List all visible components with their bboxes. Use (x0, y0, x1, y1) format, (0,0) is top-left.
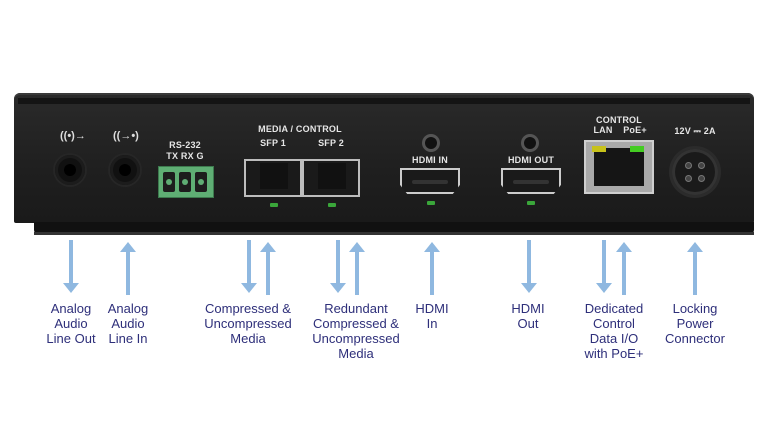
power-connector (672, 149, 718, 195)
device-base (34, 222, 754, 234)
audio-in-jack (110, 155, 140, 185)
power-pin (685, 175, 692, 182)
sfp2-led (328, 203, 336, 207)
callout-analog-audio-line-in: Analog Audio Line In (107, 301, 149, 346)
rj45-socket (594, 148, 644, 186)
rs232-label: RS-232 (169, 140, 201, 150)
power-pin (698, 162, 705, 169)
hdmi-in-led (427, 201, 435, 205)
poe-led (630, 146, 644, 152)
callout-sfp1-media: Compressed & Uncompressed Media (204, 301, 292, 346)
speaker-out-icon: ((•)→ (60, 130, 86, 142)
hdmi-out-screw-hole (524, 137, 536, 149)
power-pin (698, 175, 705, 182)
hdmi-in-screw-hole (425, 137, 437, 149)
callout-hdmi-in: HDMI In (415, 301, 449, 331)
control-label: CONTROL (596, 115, 642, 125)
arrow-up-icon (349, 242, 365, 295)
sfp2-label: SFP 2 (318, 138, 344, 148)
rs232-terminal-block (158, 166, 214, 198)
arrow-down-icon (596, 240, 612, 293)
arrow-down-icon (521, 240, 537, 293)
hdmi-out-led (527, 201, 535, 205)
rs232-pins-label: TX RX G (166, 151, 204, 161)
audio-out-jack (55, 155, 85, 185)
device-top-edge (18, 98, 750, 104)
arrow-up-icon (260, 242, 276, 295)
hdmi-in-port (400, 168, 460, 194)
callout-hdmi-out: HDMI Out (511, 301, 545, 331)
lan-led (592, 146, 606, 152)
arrow-up-icon (687, 242, 703, 295)
media-control-label: MEDIA / CONTROL (258, 124, 342, 134)
terminal-rx (179, 172, 191, 192)
hdmi-out-port (501, 168, 561, 194)
arrow-up-icon (120, 242, 136, 295)
arrow-down-icon (241, 240, 257, 293)
hdmi-out-label: HDMI OUT (507, 155, 555, 165)
sfp2-port (302, 159, 360, 197)
hdmi-in-label: HDMI IN (412, 155, 448, 165)
arrow-down-icon (63, 240, 79, 293)
callout-locking-power: Locking Power Connector (665, 301, 725, 346)
device-foot (34, 232, 754, 235)
callout-control-data-poe: Dedicated Control Data I/O with PoE+ (584, 301, 644, 361)
arrow-down-icon (330, 240, 346, 293)
arrow-up-icon (616, 242, 632, 295)
terminal-g (195, 172, 207, 192)
terminal-tx (163, 172, 175, 192)
speaker-in-icon: ((→•) (113, 130, 139, 142)
callout-sfp2-redundant-media: Redundant Compressed & Uncompressed Medi… (312, 301, 400, 361)
sfp1-led (270, 203, 278, 207)
power-pin (685, 162, 692, 169)
arrow-up-icon (424, 242, 440, 295)
poe-label: PoE+ (623, 125, 647, 135)
sfp1-port (244, 159, 302, 197)
sfp1-label: SFP 1 (260, 138, 286, 148)
callout-analog-audio-line-out: Analog Audio Line Out (46, 301, 96, 346)
power-label: 12V ⎓ 2A (674, 126, 716, 136)
lan-label: LAN (593, 125, 613, 135)
